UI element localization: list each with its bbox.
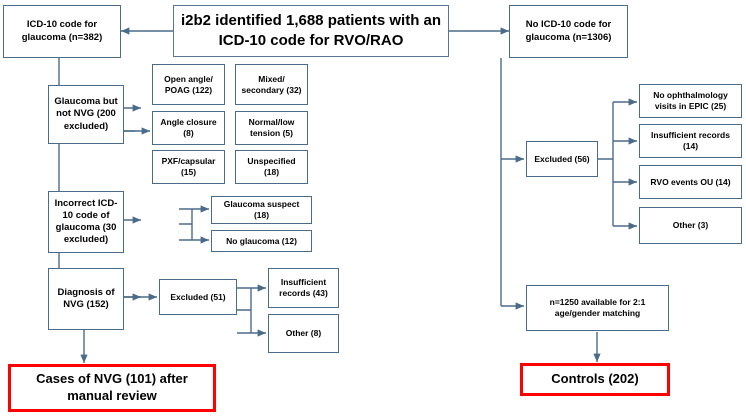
node-subtype-normal-tension-label: Normal/low tension (5) xyxy=(248,117,295,138)
node-rvo-events-ou: RVO events OU (14) xyxy=(639,165,742,199)
node-glaucoma-not-nvg: Glaucoma but not NVG (200 excluded) xyxy=(48,85,124,144)
node-no-glaucoma: No glaucoma (12) xyxy=(211,230,312,252)
node-controls-final: Controls (202) xyxy=(520,363,670,396)
node-incorrect-code-label: Incorrect ICD-10 code of glaucoma (30 ex… xyxy=(54,197,118,246)
node-no-ophthalmology-visits-label: No ophthalmology visits in EPIC (25) xyxy=(653,90,728,111)
node-excluded-56: Excluded (56) xyxy=(526,141,598,177)
node-excluded-51-label: Excluded (51) xyxy=(170,291,226,302)
node-cases-final: Cases of NVG (101) after manual review xyxy=(8,364,216,412)
node-no-glaucoma-code-label: No ICD-10 code for glaucoma (n=1306) xyxy=(525,19,612,43)
node-insufficient-records-14: Insufficient records (14) xyxy=(639,124,742,158)
node-glaucoma-code-label: ICD-10 code for glaucoma (n=382) xyxy=(21,19,103,43)
node-other-8: Other (8) xyxy=(268,314,339,353)
node-subtype-normal-tension: Normal/low tension (5) xyxy=(235,111,308,145)
node-incorrect-code: Incorrect ICD-10 code of glaucoma (30 ex… xyxy=(48,191,124,253)
node-subtype-angle-closure: Angle closure (8) xyxy=(152,111,225,145)
node-diagnosis-nvg-label: Diagnosis of NVG (152) xyxy=(57,286,115,310)
node-no-ophthalmology-visits: No ophthalmology visits in EPIC (25) xyxy=(639,84,742,118)
node-insufficient-records-14-label: Insufficient records (14) xyxy=(651,130,730,151)
node-insufficient-records-43-label: Insufficient records (43) xyxy=(279,277,328,298)
node-subtype-open-angle: Open angle/ POAG (122) xyxy=(152,64,225,105)
node-diagnosis-nvg: Diagnosis of NVG (152) xyxy=(48,268,124,330)
node-glaucoma-code: ICD-10 code for glaucoma (n=382) xyxy=(3,5,121,58)
node-rvo-events-ou-label: RVO events OU (14) xyxy=(650,176,731,187)
node-subtype-unspecified: Unspecified (18) xyxy=(235,150,308,184)
node-subtype-mixed-label: Mixed/ secondary (32) xyxy=(241,73,302,95)
node-subtype-pxf: PXF/capsular (15) xyxy=(152,150,225,184)
node-subtype-mixed: Mixed/ secondary (32) xyxy=(235,64,308,105)
node-glaucoma-not-nvg-label: Glaucoma but not NVG (200 excluded) xyxy=(54,96,118,132)
node-glaucoma-suspect-label: Glaucoma suspect (18) xyxy=(223,199,300,220)
node-glaucoma-suspect: Glaucoma suspect (18) xyxy=(211,196,312,224)
node-no-glaucoma-label: No glaucoma (12) xyxy=(226,235,297,246)
node-subtype-angle-closure-label: Angle closure (8) xyxy=(160,117,217,138)
node-root-label: i2b2 identified 1,688 patients with an I… xyxy=(180,12,442,49)
node-excluded-56-label: Excluded (56) xyxy=(534,153,590,164)
node-cases-final-label: Cases of NVG (101) after manual review xyxy=(36,371,188,403)
node-root: i2b2 identified 1,688 patients with an I… xyxy=(173,5,449,57)
node-excluded-51: Excluded (51) xyxy=(159,279,237,315)
node-subtype-pxf-label: PXF/capsular (15) xyxy=(161,156,216,177)
node-controls-final-label: Controls (202) xyxy=(551,371,639,387)
node-subtype-unspecified-label: Unspecified (18) xyxy=(247,156,296,177)
node-available-matching: n=1250 available for 2:1 age/gender matc… xyxy=(526,285,669,331)
node-insufficient-records-43: Insufficient records (43) xyxy=(268,268,339,308)
node-other-3: Other (3) xyxy=(639,207,742,244)
node-subtype-open-angle-label: Open angle/ POAG (122) xyxy=(164,73,213,95)
node-no-glaucoma-code: No ICD-10 code for glaucoma (n=1306) xyxy=(509,5,628,58)
node-available-matching-label: n=1250 available for 2:1 age/gender matc… xyxy=(549,297,646,318)
node-other-8-label: Other (8) xyxy=(285,328,322,339)
node-other-3-label: Other (3) xyxy=(672,220,709,231)
